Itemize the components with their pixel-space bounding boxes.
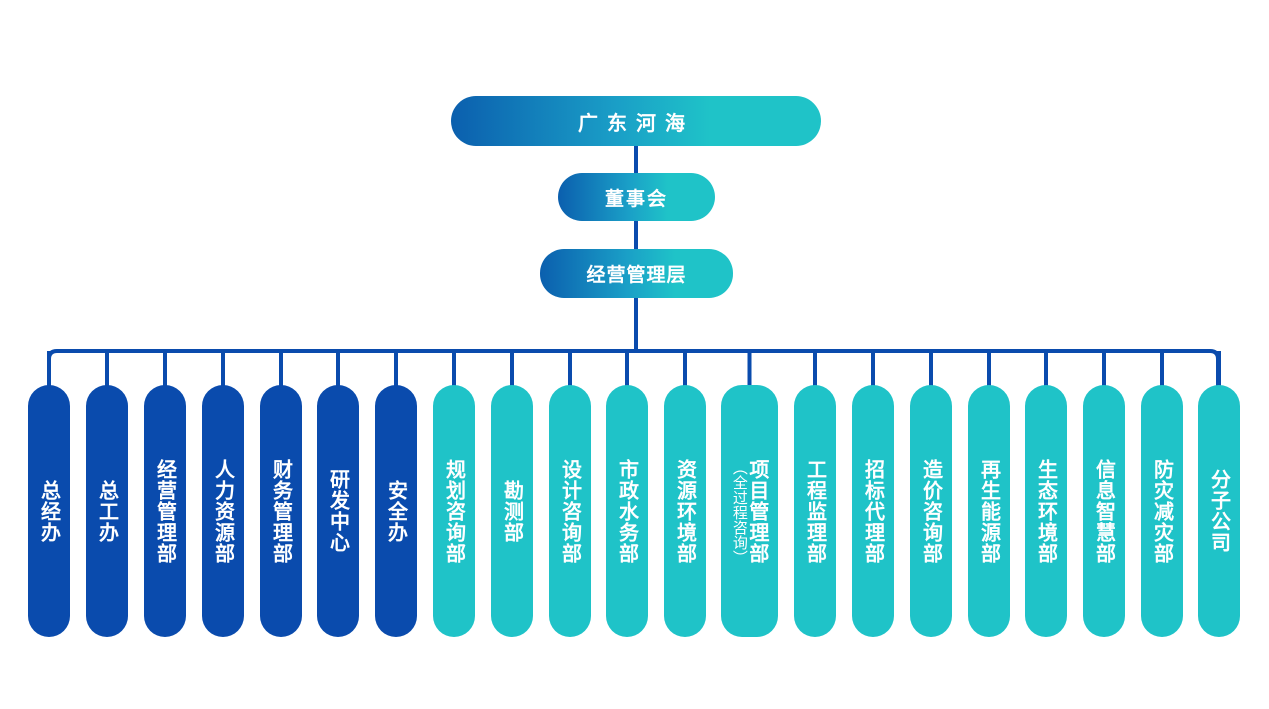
dept-node: 防灾减灾部 <box>1141 385 1183 637</box>
dept-label: 市政水务部 <box>615 458 640 564</box>
dept-sublabel: （全过程咨询） <box>730 459 749 565</box>
dept-node: 招标代理部 <box>852 385 894 637</box>
dept-label: 财务管理部 <box>269 458 294 564</box>
dept-node: 财务管理部 <box>260 385 302 637</box>
dept-node: 总经办 <box>28 385 70 637</box>
dept-node: 总工办 <box>86 385 128 637</box>
dept-node: 生态环境部 <box>1025 385 1067 637</box>
dept-label: 规划咨询部 <box>442 458 467 564</box>
dept-label: 造价咨询部 <box>919 458 944 564</box>
dept-node: 分子公司 <box>1198 385 1240 637</box>
dept-label: 安全办 <box>384 479 409 543</box>
dept-node: 人力资源部 <box>202 385 244 637</box>
node-company-label: 广东河海 <box>578 110 694 135</box>
dept-node: 经营管理部 <box>144 385 186 637</box>
dept-label: 总经办 <box>37 479 62 543</box>
dept-label: 工程监理部 <box>803 458 828 564</box>
node-board: 董事会 <box>558 173 715 221</box>
dept-label: 总工办 <box>95 479 120 543</box>
dept-node: 设计咨询部 <box>549 385 591 637</box>
dept-node: 项目管理部（全过程咨询） <box>721 385 778 637</box>
dept-label: 防灾减灾部 <box>1150 458 1175 564</box>
dept-label: 项目管理部 <box>745 458 770 564</box>
dept-node: 工程监理部 <box>794 385 836 637</box>
dept-node: 造价咨询部 <box>910 385 952 637</box>
dept-label: 人力资源部 <box>211 458 236 564</box>
dept-node: 信息智慧部 <box>1083 385 1125 637</box>
dept-label: 资源环境部 <box>673 458 698 564</box>
dept-label: 再生能源部 <box>977 458 1002 564</box>
dept-node: 再生能源部 <box>968 385 1010 637</box>
dept-label: 招标代理部 <box>861 458 886 564</box>
dept-node: 安全办 <box>375 385 417 637</box>
dept-label: 分子公司 <box>1207 469 1232 553</box>
dept-node: 规划咨询部 <box>433 385 475 637</box>
node-company: 广东河海 <box>451 96 821 146</box>
dept-label-group: 项目管理部（全过程咨询） <box>730 458 770 565</box>
dept-node: 勘测部 <box>491 385 533 637</box>
node-board-label: 董事会 <box>604 187 668 210</box>
dept-node: 市政水务部 <box>606 385 648 637</box>
node-management: 经营管理层 <box>540 249 733 298</box>
node-management-label: 经营管理层 <box>586 264 687 286</box>
dept-label: 设计咨询部 <box>558 458 583 564</box>
dept-label: 研发中心 <box>326 469 351 553</box>
dept-label: 生态环境部 <box>1034 458 1059 564</box>
dept-label: 勘测部 <box>500 479 525 543</box>
dept-node: 资源环境部 <box>664 385 706 637</box>
dept-node: 研发中心 <box>317 385 359 637</box>
dept-label: 经营管理部 <box>153 458 178 564</box>
dept-label: 信息智慧部 <box>1092 458 1117 564</box>
